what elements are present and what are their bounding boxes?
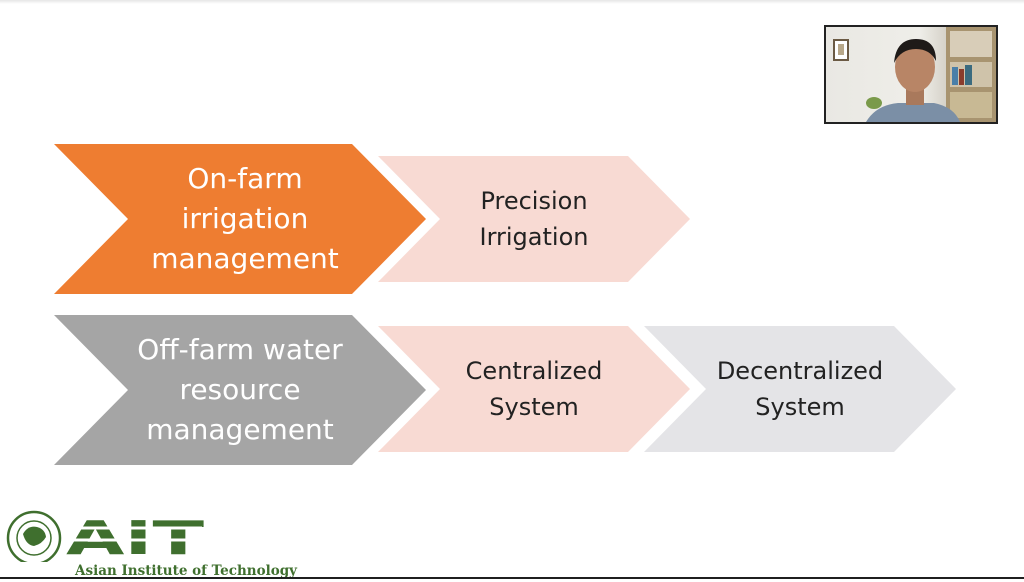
book-3 (965, 65, 972, 85)
chevron-precision-irrigation: Precision Irrigation (378, 156, 690, 282)
chevron-centralized-system-label: Centralized System (465, 357, 603, 421)
ait-full-name: Asian Institute of Technology (75, 563, 298, 579)
ait-acronym: AIT (66, 511, 205, 562)
chevron-off-farm-label: Off-farm water resource management (137, 333, 343, 446)
chevron-on-farm-label: On-farm irrigation management (151, 162, 339, 275)
chevron-precision-irrigation-shape (378, 156, 690, 282)
chevron-centralized-system: Centralized System (378, 326, 690, 452)
bottom-rule (0, 577, 1024, 579)
chevron-decentralized-system-label: Decentralized System (716, 357, 884, 421)
chevron-decentralized-system-shape (644, 326, 956, 452)
plant (866, 97, 882, 109)
chevron-decentralized-system: Decentralized System (644, 326, 956, 452)
ait-seal-globe (23, 526, 46, 546)
wall-frame-picture (838, 44, 844, 55)
chevron-on-farm: On-farm irrigation management (54, 144, 426, 294)
webcam-video[interactable] (824, 25, 998, 124)
ait-logo-mark: AIT (6, 510, 205, 566)
top-shade (0, 0, 1024, 4)
chevron-off-farm: Off-farm water resource management (54, 315, 426, 465)
ait-logo: AIT Asian Institute of Technology (6, 510, 298, 579)
chevron-on-farm-shape (54, 144, 426, 294)
shelf-bottom (950, 92, 992, 118)
book-1 (952, 67, 958, 85)
book-2 (959, 69, 964, 85)
person-shirt (866, 103, 960, 122)
person-face (895, 42, 935, 92)
person-hair (894, 39, 936, 63)
chevron-precision-irrigation-label: Precision Irrigation (479, 187, 589, 251)
shelf-top (950, 31, 992, 57)
webcam-scene (833, 27, 996, 122)
chevron-off-farm-shape (54, 315, 426, 465)
chevron-centralized-system-shape (378, 326, 690, 452)
